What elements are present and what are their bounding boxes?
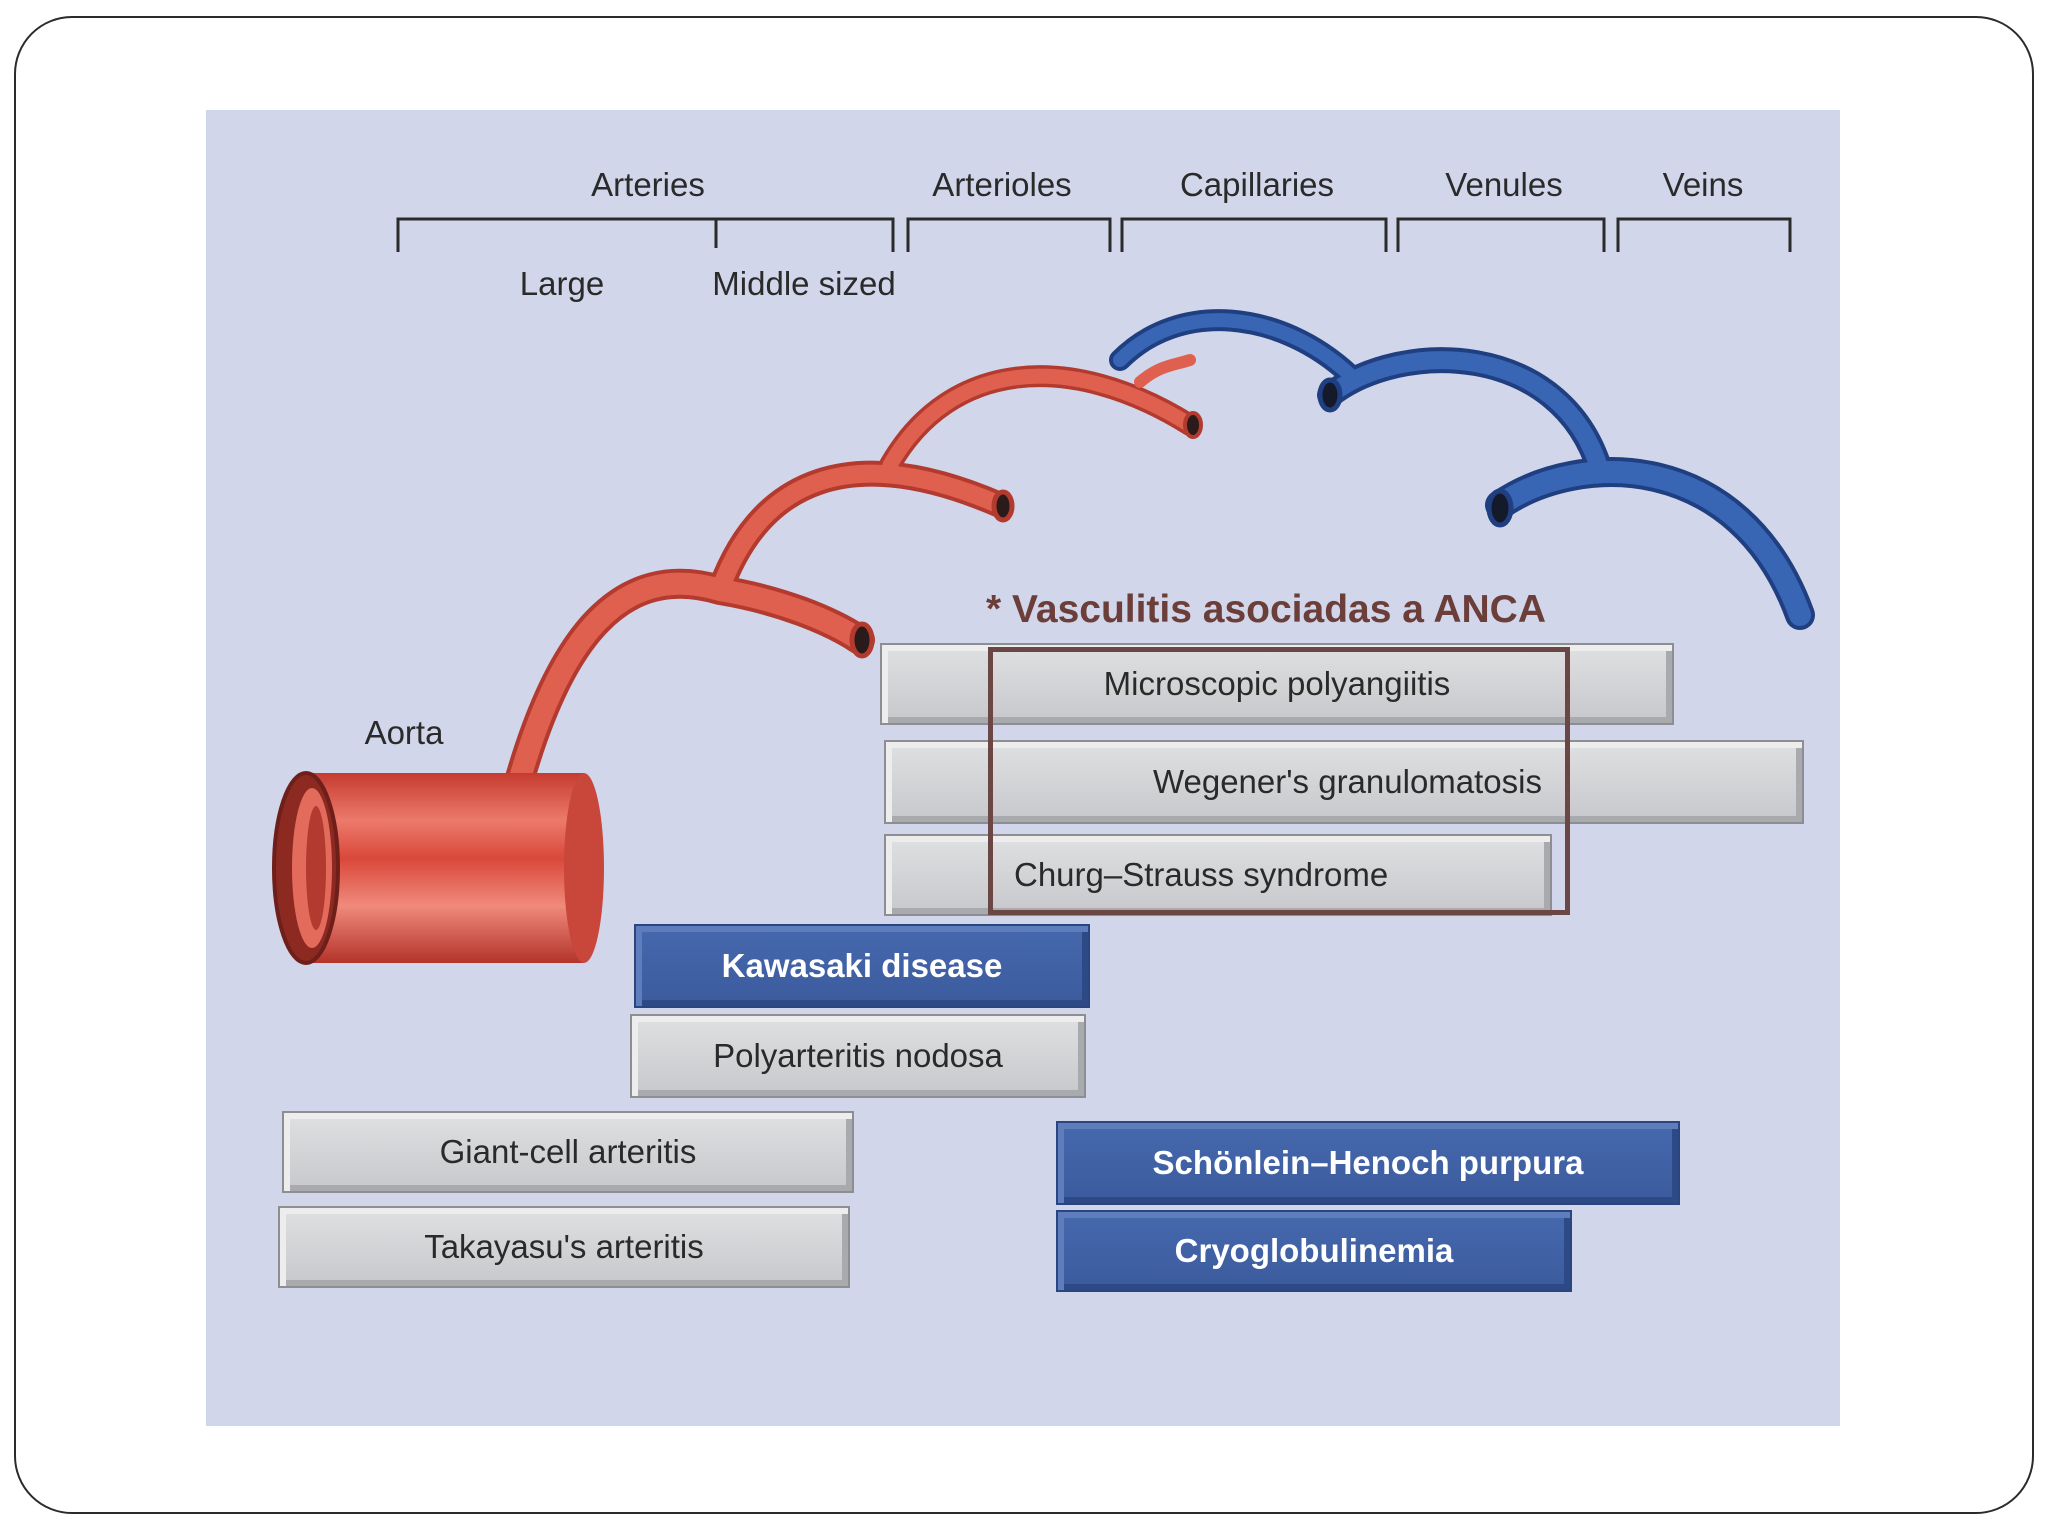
box-label: Schönlein–Henoch purpura (1152, 1144, 1584, 1181)
bracket-arterioles (906, 217, 1112, 252)
box-takayasus-arteritis: Takayasu's arteritis (278, 1206, 850, 1288)
venous-openings (1317, 377, 1514, 528)
header-capillaries: Capillaries (1179, 166, 1335, 203)
subheader-middle-sized: Middle sized (712, 265, 896, 302)
box-cryoglobulinemia: Cryoglobulinemia (1056, 1210, 1572, 1292)
header-arterioles: Arterioles (932, 166, 1072, 203)
header-veins: Veins (1662, 166, 1744, 203)
box-label: Giant-cell arteritis (439, 1133, 697, 1170)
box-label: Cryoglobulinemia (1174, 1232, 1454, 1269)
bracket-venules (1396, 217, 1606, 252)
box-label: Churg–Strauss syndrome (1014, 856, 1389, 893)
anca-highlight-frame (988, 647, 1570, 915)
box-label: Takayasu's arteritis (424, 1228, 704, 1265)
header-arteries: Arteries (591, 166, 705, 203)
box-wegeners-granulomatosis: Wegener's granulomatosis (884, 740, 1804, 824)
box-label: Wegener's granulomatosis (1152, 763, 1542, 800)
box-schonlein-henoch-purpura: Schönlein–Henoch purpura (1056, 1121, 1680, 1205)
bracket-capillaries (1120, 217, 1388, 252)
box-polyarteritis-nodosa: Polyarteritis nodosa (630, 1014, 1086, 1098)
box-label: Microscopic polyangiitis (1103, 665, 1451, 702)
subheader-large: Large (519, 265, 605, 302)
anca-title: * Vasculitis asociadas a ANCA (986, 588, 1546, 631)
vessel-size-brackets (396, 217, 1792, 252)
aorta-label: Aorta (364, 714, 444, 751)
box-microscopic-polyangiitis: Microscopic polyangiitis (880, 643, 1674, 725)
box-giant-cell-arteritis: Giant-cell arteritis (282, 1111, 854, 1193)
box-kawasaki-disease: Kawasaki disease (634, 924, 1090, 1008)
box-label: Kawasaki disease (721, 947, 1003, 984)
bracket-arteries (396, 217, 895, 252)
venous-tree (1109, 309, 1815, 630)
aorta-cylinder (272, 771, 604, 965)
box-label: Polyarteritis nodosa (713, 1037, 1003, 1074)
box-churg-strauss-syndrome: Churg–Strauss syndrome (884, 834, 1552, 916)
header-venules: Venules (1445, 166, 1563, 203)
arterial-openings (849, 411, 1203, 659)
bracket-veins (1616, 217, 1792, 252)
arterial-tree (505, 354, 1201, 793)
